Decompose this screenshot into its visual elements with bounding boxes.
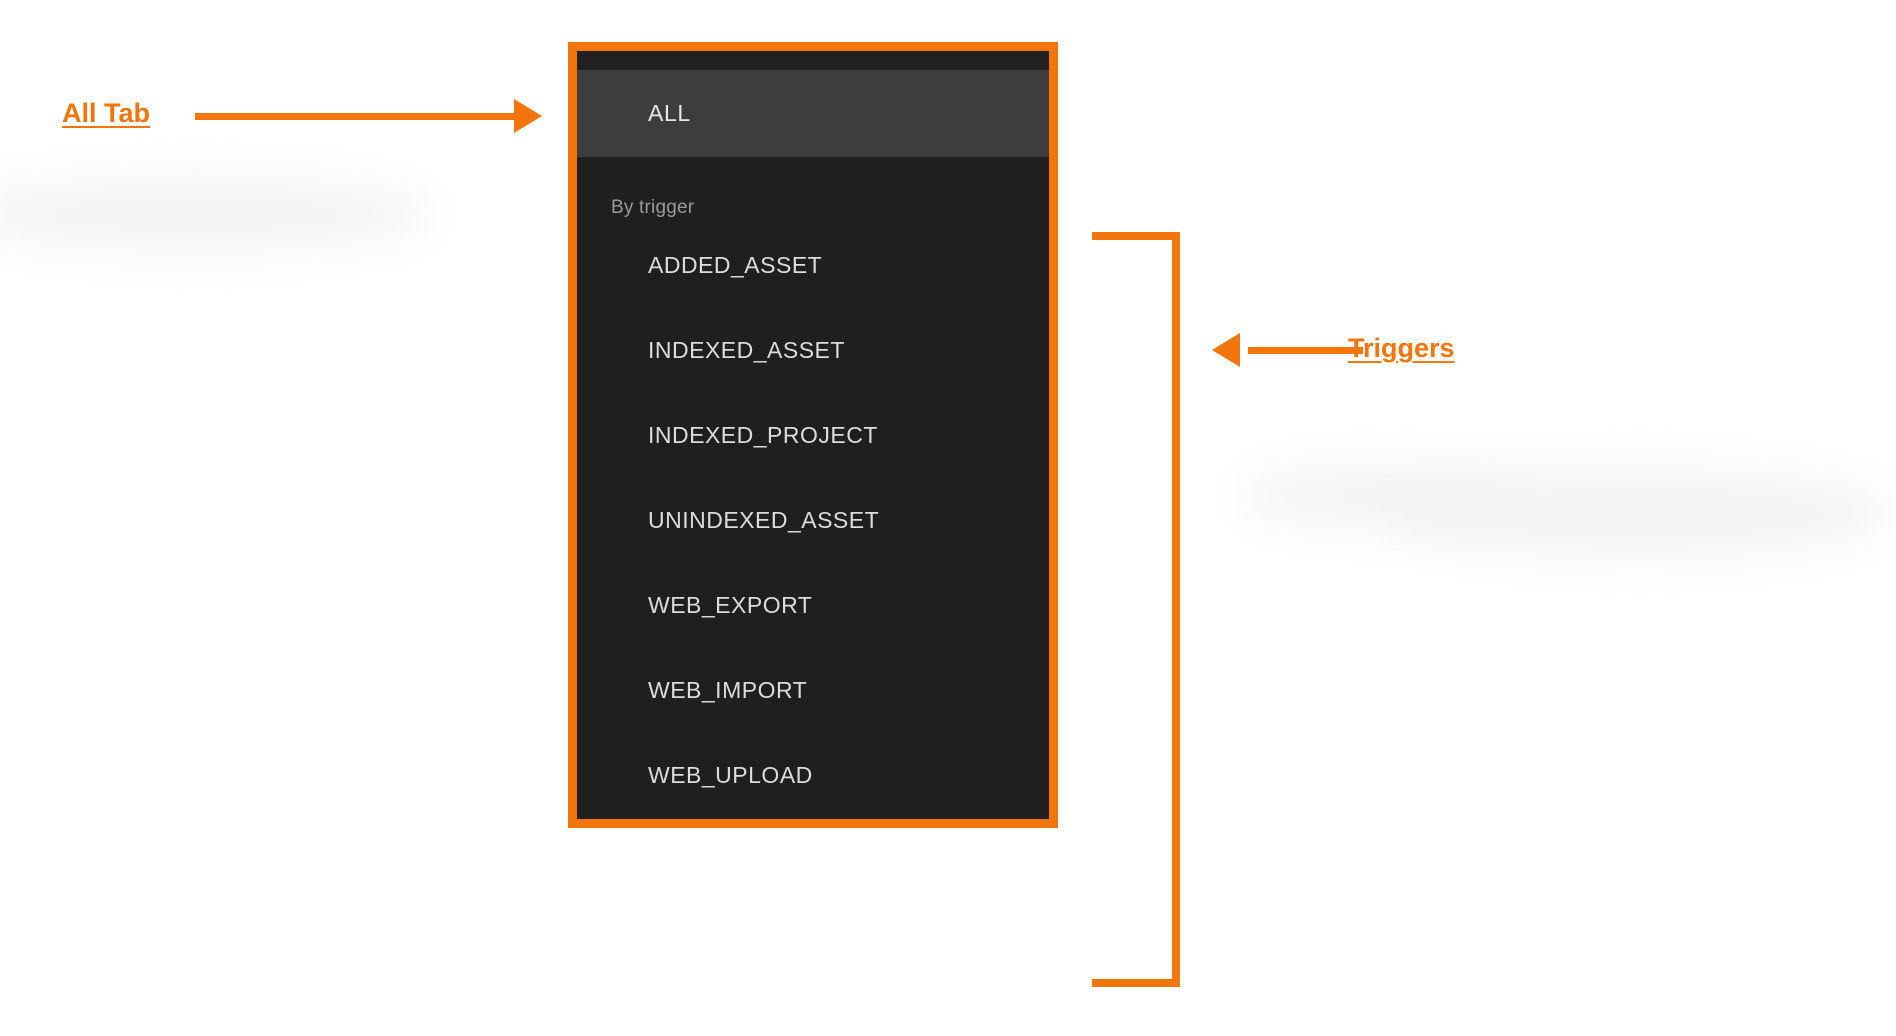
list-item[interactable]: INDEXED_ASSET xyxy=(577,308,1049,393)
annotation-label-all-tab: All Tab xyxy=(62,98,151,128)
list-item[interactable]: WEB_EXPORT xyxy=(577,563,1049,648)
annotation-arrow-right-shaft xyxy=(195,113,520,120)
menu-top-strip xyxy=(577,51,1049,70)
trigger-label: INDEXED_PROJECT xyxy=(648,422,878,448)
trigger-label: INDEXED_ASSET xyxy=(648,337,845,363)
background-blob-middle xyxy=(1240,466,1540,526)
bracket-bottom-arm xyxy=(1092,979,1180,987)
arrow-left-icon xyxy=(1212,333,1240,367)
trigger-label: WEB_UPLOAD xyxy=(648,762,813,788)
menu-inner-surface: ALL By trigger ADDED_ASSET INDEXED_ASSET… xyxy=(577,51,1049,819)
menu-body: By trigger ADDED_ASSET INDEXED_ASSET IND… xyxy=(577,157,1049,818)
trigger-label: WEB_IMPORT xyxy=(648,677,808,703)
trigger-label: UNINDEXED_ASSET xyxy=(648,507,880,533)
trigger-list: ADDED_ASSET INDEXED_ASSET INDEXED_PROJEC… xyxy=(577,223,1049,818)
bracket-top-arm xyxy=(1092,232,1180,240)
arrow-right-icon xyxy=(514,99,542,133)
annotation-label-triggers: Triggers xyxy=(1348,333,1455,363)
annotation-arrow-left-shaft xyxy=(1248,347,1363,354)
list-item[interactable]: ADDED_ASSET xyxy=(577,223,1049,308)
tab-all-label: ALL xyxy=(648,100,691,126)
background-blob-left xyxy=(0,178,430,250)
tab-all[interactable]: ALL xyxy=(577,70,1049,157)
trigger-label: ADDED_ASSET xyxy=(648,252,823,278)
list-item[interactable]: WEB_UPLOAD xyxy=(577,733,1049,818)
list-item[interactable]: INDEXED_PROJECT xyxy=(577,393,1049,478)
list-item[interactable]: WEB_IMPORT xyxy=(577,648,1049,733)
background-blob-right xyxy=(1390,470,1890,556)
list-item[interactable]: UNINDEXED_ASSET xyxy=(577,478,1049,563)
trigger-filter-menu: ALL By trigger ADDED_ASSET INDEXED_ASSET… xyxy=(568,42,1058,828)
section-header-by-trigger: By trigger xyxy=(611,197,695,218)
bracket-vertical-bar xyxy=(1172,232,1180,987)
trigger-label: WEB_EXPORT xyxy=(648,592,813,618)
